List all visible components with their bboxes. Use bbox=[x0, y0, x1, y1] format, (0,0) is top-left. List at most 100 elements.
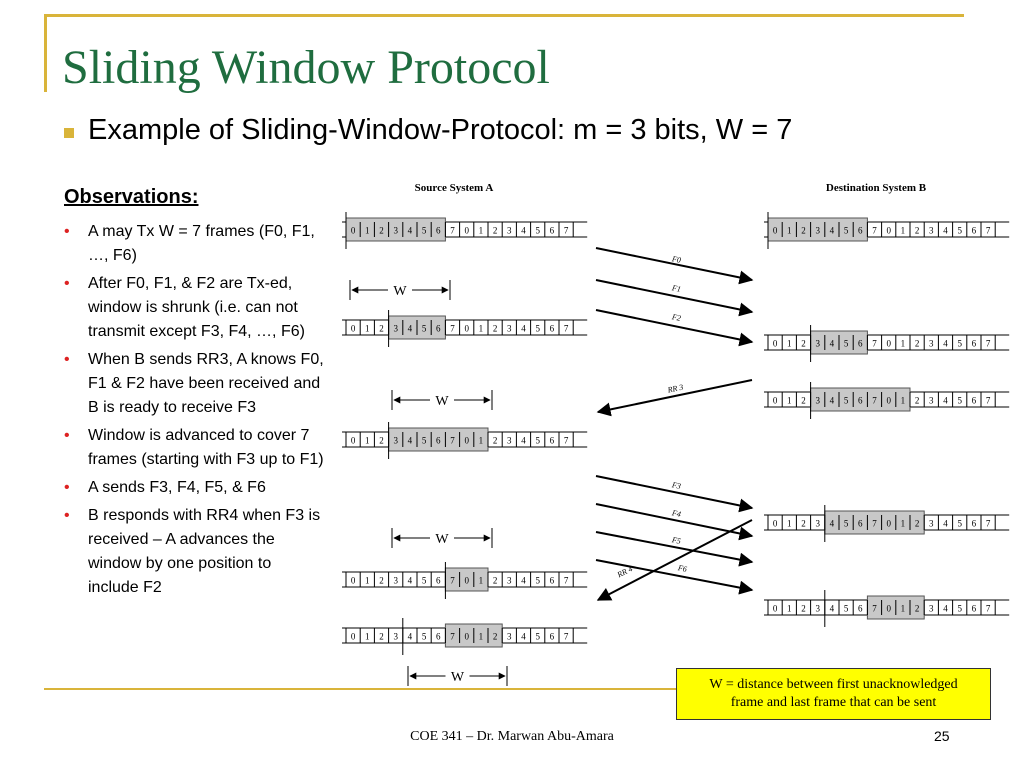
frame-number: 4 bbox=[830, 226, 835, 236]
frame-number: 6 bbox=[436, 324, 441, 334]
bullet-dot-icon: • bbox=[64, 351, 70, 368]
frame-number: 3 bbox=[507, 226, 512, 236]
frame-number: 7 bbox=[450, 576, 455, 586]
frame-number: 2 bbox=[915, 339, 920, 349]
frame-number: 6 bbox=[550, 576, 555, 586]
frame-number: 4 bbox=[408, 576, 413, 586]
frame-number: 3 bbox=[507, 632, 512, 642]
frame-number: 2 bbox=[493, 576, 498, 586]
frame-number: 0 bbox=[464, 324, 469, 334]
message-label: F6 bbox=[676, 563, 687, 574]
message-arrow: F2 bbox=[595, 309, 754, 347]
frame-number: 5 bbox=[844, 604, 849, 614]
frame-number: 5 bbox=[422, 576, 427, 586]
footer-divider-line bbox=[44, 688, 964, 690]
frame-number: 1 bbox=[901, 604, 906, 614]
frame-number: 3 bbox=[507, 436, 512, 446]
frame-number: 7 bbox=[564, 436, 569, 446]
frame-number: 2 bbox=[379, 226, 384, 236]
frame-number: 6 bbox=[550, 632, 555, 642]
frame-number: 3 bbox=[929, 604, 934, 614]
frame-number: 4 bbox=[408, 436, 413, 446]
frame-number: 3 bbox=[929, 396, 934, 406]
frame-number: 7 bbox=[872, 604, 877, 614]
frame-number: 4 bbox=[830, 339, 835, 349]
frame-number: 6 bbox=[436, 436, 441, 446]
frame-number: 2 bbox=[379, 576, 384, 586]
frame-number: 2 bbox=[801, 519, 806, 529]
observation-item: •B responds with RR4 when F3 is received… bbox=[64, 504, 326, 600]
frame-number: 2 bbox=[379, 324, 384, 334]
observations-heading: Observations: bbox=[64, 186, 199, 208]
frame-number: 3 bbox=[929, 339, 934, 349]
bullet-dot-icon: • bbox=[64, 223, 70, 240]
frame-number: 6 bbox=[550, 436, 555, 446]
frame-number: 5 bbox=[957, 226, 962, 236]
bullet-dot-icon: • bbox=[64, 427, 70, 444]
frame-number: 4 bbox=[521, 226, 526, 236]
frame-number: 4 bbox=[943, 396, 948, 406]
frame-number: 6 bbox=[858, 396, 863, 406]
frame-number: 3 bbox=[393, 576, 398, 586]
subtitle-text: Example of Sliding-Window-Protocol: m = … bbox=[88, 114, 793, 146]
slide-title: Sliding Window Protocol bbox=[62, 41, 550, 94]
frame-number: 7 bbox=[872, 339, 877, 349]
frame-number: 3 bbox=[815, 339, 820, 349]
message-label: F3 bbox=[670, 480, 681, 491]
frame-number: 5 bbox=[957, 339, 962, 349]
frame-number: 5 bbox=[535, 632, 540, 642]
frame-number: 5 bbox=[535, 576, 540, 586]
frame-number: 1 bbox=[787, 396, 792, 406]
frame-number: 1 bbox=[901, 339, 906, 349]
frame-number: 1 bbox=[365, 632, 370, 642]
frame-number: 4 bbox=[943, 604, 948, 614]
frame-number: 3 bbox=[393, 436, 398, 446]
frame-number: 0 bbox=[886, 604, 891, 614]
message-label: F5 bbox=[670, 535, 681, 546]
bullet-dot-icon: • bbox=[64, 507, 70, 524]
frame-number: 0 bbox=[351, 576, 356, 586]
frame-number: 6 bbox=[858, 339, 863, 349]
frame-number: 1 bbox=[787, 226, 792, 236]
frame-number: 0 bbox=[464, 576, 469, 586]
frame-number: 4 bbox=[521, 324, 526, 334]
frame-number: 0 bbox=[886, 226, 891, 236]
frame-number: 4 bbox=[408, 324, 413, 334]
destination-system-label: Destination System B bbox=[826, 182, 927, 194]
frame-number: 3 bbox=[393, 226, 398, 236]
frame-number: 7 bbox=[986, 339, 991, 349]
frame-number: 1 bbox=[787, 604, 792, 614]
frame-number: 6 bbox=[436, 226, 441, 236]
bullet-dot-icon: • bbox=[64, 479, 70, 496]
frame-number: 0 bbox=[773, 519, 778, 529]
frame-number: 6 bbox=[972, 519, 977, 529]
subtitle-bullet: Example of Sliding-Window-Protocol: m = … bbox=[64, 114, 792, 147]
frame-number: 5 bbox=[844, 396, 849, 406]
frame-number: 4 bbox=[943, 226, 948, 236]
frame-number: 2 bbox=[493, 632, 498, 642]
window-width-indicator-2: W bbox=[391, 390, 493, 410]
observation-item: •Window is advanced to cover 7 frames (s… bbox=[64, 424, 326, 472]
frame-number: 1 bbox=[901, 519, 906, 529]
frame-number: 4 bbox=[943, 339, 948, 349]
frame-number: 1 bbox=[479, 226, 484, 236]
frame-number: 0 bbox=[773, 604, 778, 614]
frame-number: 3 bbox=[929, 226, 934, 236]
frame-number: 3 bbox=[815, 604, 820, 614]
frame-number: 2 bbox=[801, 396, 806, 406]
frame-number: 7 bbox=[450, 226, 455, 236]
source-system-label: Source System A bbox=[415, 182, 494, 194]
frame-number: 2 bbox=[379, 632, 384, 642]
frame-number: 7 bbox=[564, 226, 569, 236]
frame-number: 0 bbox=[351, 324, 356, 334]
frame-number: 6 bbox=[858, 519, 863, 529]
decorative-vertical-line bbox=[44, 14, 47, 92]
frame-number: 3 bbox=[815, 396, 820, 406]
frame-number: 4 bbox=[943, 519, 948, 529]
